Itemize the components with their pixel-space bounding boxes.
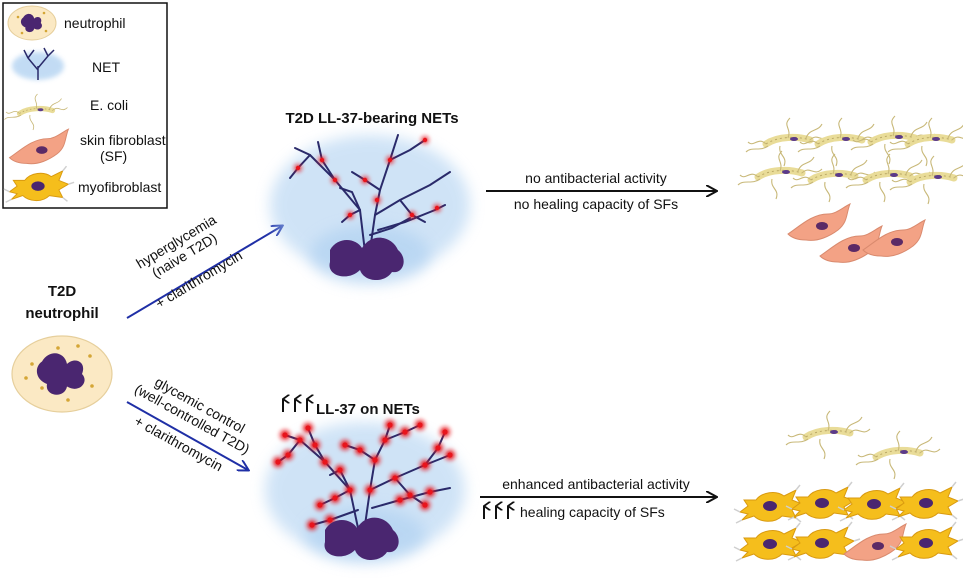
ecoli-cell xyxy=(888,118,963,166)
neutrophil-icon xyxy=(7,5,57,41)
top-blue-arrow xyxy=(126,226,282,319)
ecoli-cell xyxy=(738,151,822,199)
top-net: T2D LL-37-bearing NETs xyxy=(270,110,470,285)
top-net-icon xyxy=(270,134,470,285)
source-title-line1: T2D xyxy=(48,283,77,300)
ecoli-cell xyxy=(856,431,940,479)
legend: neutrophil NET E. coli skin fibroblast (… xyxy=(3,2,168,209)
top-net-title: T2D LL-37-bearing NETs xyxy=(285,110,458,127)
legend-label-myofibroblast: myofibroblast xyxy=(78,179,161,195)
top-arrow-label: hyperglycemia (naive T2D) + clarithromyc… xyxy=(133,211,245,311)
source-title-line2: neutrophil xyxy=(25,305,98,322)
bottom-outcome-line2: healing capacity of SFs xyxy=(520,504,665,520)
legend-label-net: NET xyxy=(92,59,120,75)
myofibroblast-cell xyxy=(733,484,809,524)
t2d-neutrophil-icon xyxy=(11,335,113,413)
bottom-outcome-cells xyxy=(733,411,963,562)
skin-fibroblast-cell xyxy=(843,523,907,561)
top-outcome-line1: no antibacterial activity xyxy=(525,170,667,186)
top-outcome-line2: no healing capacity of SFs xyxy=(514,196,678,212)
bottom-outcome-line1: enhanced antibacterial activity xyxy=(502,476,690,492)
bottom-net: LL-37 on NETs xyxy=(265,399,465,563)
ecoli-cell xyxy=(786,411,870,459)
up-arrows-icon xyxy=(282,399,307,412)
top-outcome-cells xyxy=(738,116,963,263)
net-icon xyxy=(12,47,64,81)
legend-label-sf-line2: (SF) xyxy=(100,148,127,164)
bottom-net-title: LL-37 on NETs xyxy=(316,401,420,418)
legend-label-sf-line1: skin fibroblast xyxy=(80,132,166,148)
skin-fibroblast-cell xyxy=(787,203,851,241)
up-arrows-icon xyxy=(483,506,508,519)
source-neutrophil: T2D neutrophil xyxy=(11,283,113,413)
bottom-net-icon xyxy=(265,420,465,563)
legend-label-ecoli: E. coli xyxy=(90,97,128,113)
bottom-blue-arrow xyxy=(126,401,248,470)
legend-label-neutrophil: neutrophil xyxy=(64,15,126,31)
